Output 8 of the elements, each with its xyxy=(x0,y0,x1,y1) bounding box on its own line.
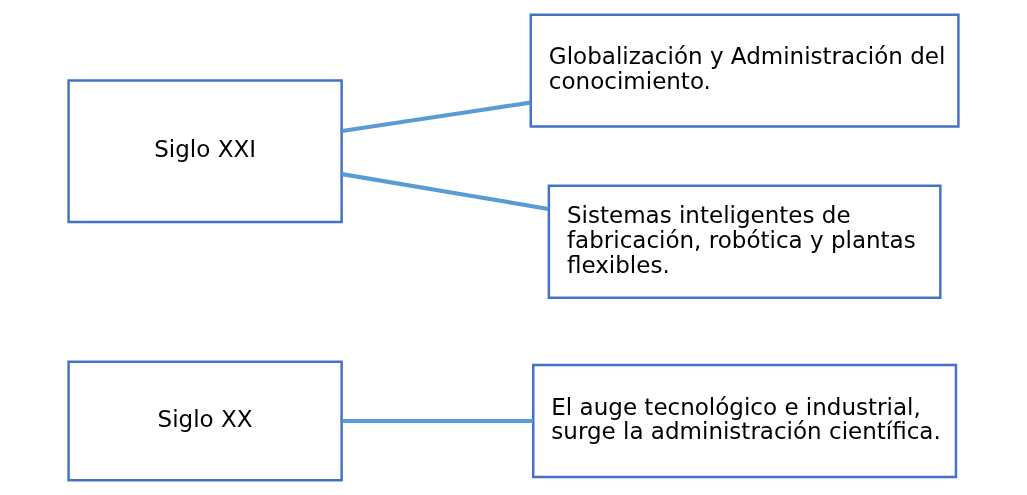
node-box: Sistemas inteligentes de fabricación, robótica y plantas flexibles. xyxy=(547,184,942,299)
node-box: El auge tecnológico e industrial, surge la administración científica. xyxy=(532,363,958,479)
connector xyxy=(342,418,534,424)
node-box: Siglo XX xyxy=(67,360,343,482)
node-box: Siglo XXI xyxy=(67,79,343,224)
node-box: Globalización y Administración del conocimiento. xyxy=(529,13,960,128)
connector xyxy=(341,100,531,133)
connector xyxy=(341,172,549,211)
